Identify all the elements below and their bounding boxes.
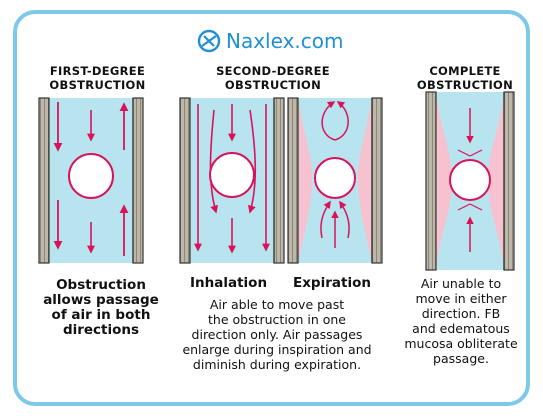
- caption-second-degree: Air able to move past the obstruction in…: [182, 297, 372, 372]
- tube-complete: [425, 91, 515, 271]
- tube-expiration: [287, 97, 383, 264]
- caption-complete: Air unable to move in either direction. …: [404, 276, 518, 366]
- foreign-body: [449, 159, 491, 201]
- title-complete: COMPLETE OBSTRUCTION: [416, 64, 514, 92]
- tube-inhalation: [179, 97, 285, 264]
- label-inhalation: Inhalation: [190, 275, 268, 291]
- tube-first-degree: [38, 97, 144, 264]
- title-first-degree: FIRST-DEGREE OBSTRUCTION: [49, 64, 146, 92]
- label-expiration: Expiration: [293, 275, 371, 291]
- foreign-body: [68, 153, 114, 199]
- brand-name: Naxlex.com: [226, 29, 344, 53]
- brand-logo: Naxlex.com: [196, 26, 343, 56]
- title-second-degree: SECOND-DEGREE OBSTRUCTION: [216, 64, 330, 92]
- caption-first-degree: Obstruction allows passage of air in bot…: [43, 277, 159, 338]
- brand-mark-icon: [197, 29, 221, 53]
- foreign-body: [209, 152, 255, 198]
- foreign-body: [314, 157, 356, 199]
